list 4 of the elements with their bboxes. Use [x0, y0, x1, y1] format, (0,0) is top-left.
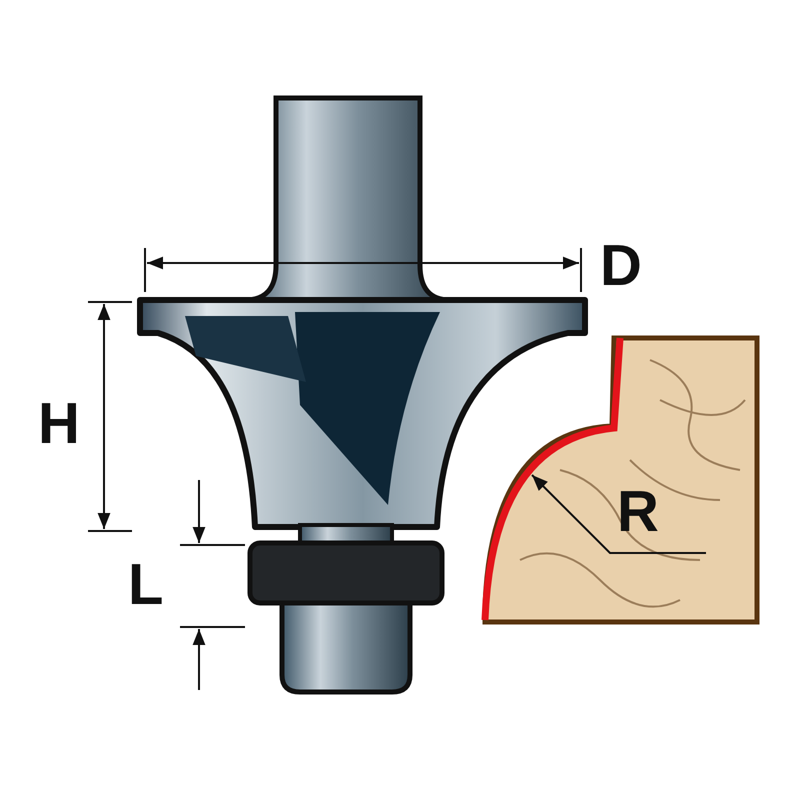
dimension-label: R	[617, 483, 659, 541]
dimension-label: D	[600, 237, 642, 295]
dimension-label: H	[38, 395, 80, 453]
dimension-label: L	[128, 556, 164, 614]
